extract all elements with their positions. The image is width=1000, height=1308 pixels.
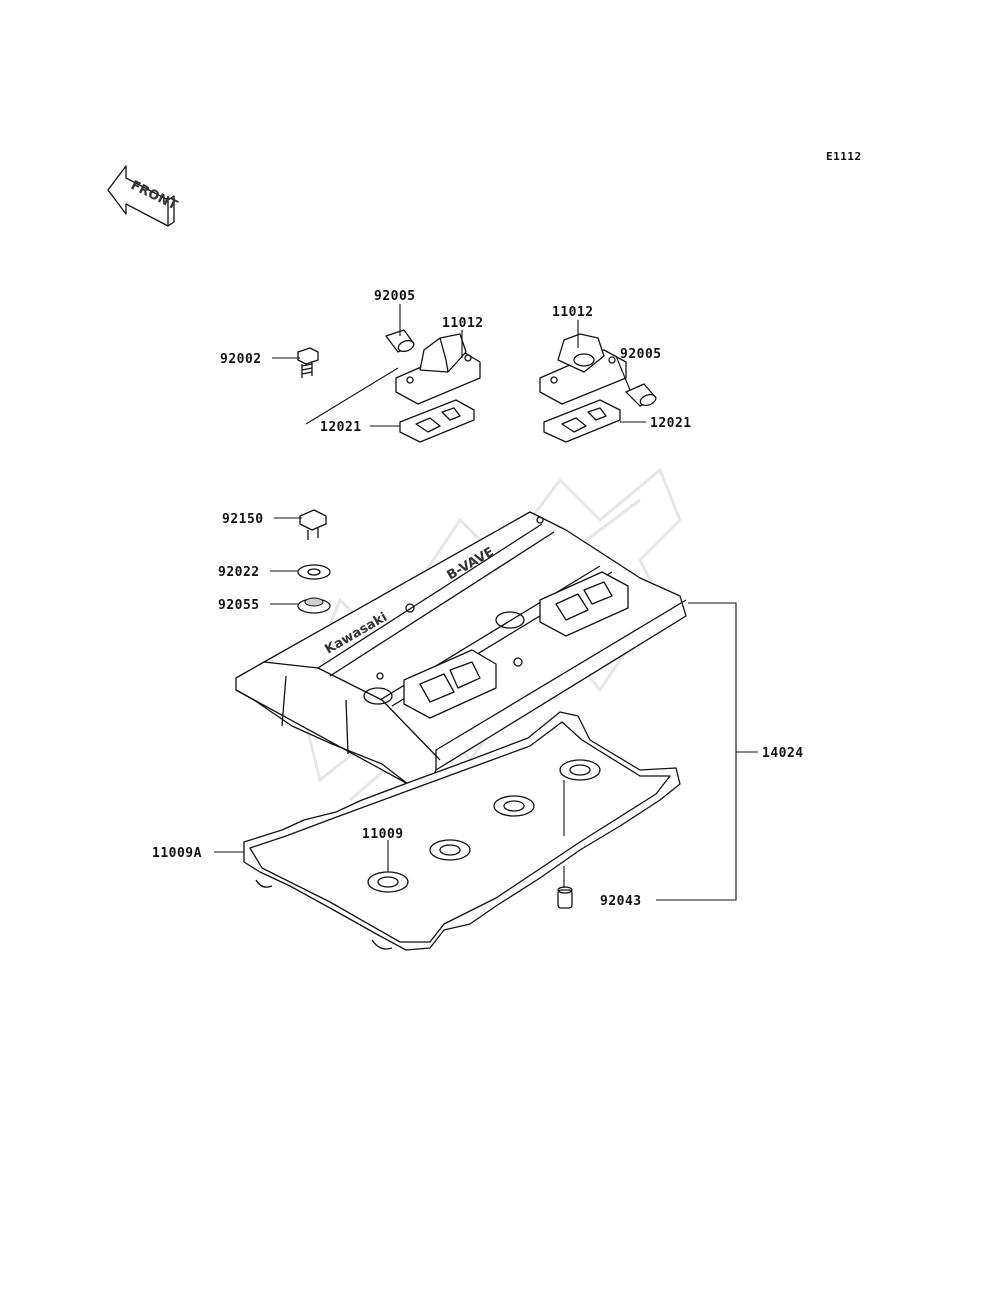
- seal-11009-2: [429, 839, 471, 861]
- front-arrow-icon: FRONT: [107, 165, 180, 227]
- label-92002: 92002: [220, 352, 262, 367]
- leader-lines: [214, 304, 758, 901]
- dowel-92005-left: [385, 329, 415, 353]
- washer-92022: [297, 564, 331, 580]
- label-11012-left: 11012: [442, 316, 484, 331]
- seal-11009-1: [367, 871, 409, 893]
- label-14024: 14024: [762, 746, 804, 761]
- cap-11012-right: [539, 333, 627, 405]
- label-92043: 92043: [600, 894, 642, 909]
- label-92150: 92150: [222, 512, 264, 527]
- gasket-12021-right: [543, 399, 621, 443]
- seal-11009-4: [559, 759, 601, 781]
- diagram-code: E1112: [826, 150, 862, 163]
- label-11012-right: 11012: [552, 305, 594, 320]
- seal-11009-3: [493, 795, 535, 817]
- bolt-92002: [297, 347, 319, 378]
- label-12021-right: 12021: [650, 416, 692, 431]
- label-92005-left: 92005: [374, 289, 416, 304]
- label-12021-left: 12021: [320, 420, 362, 435]
- cap-nut-92043: [557, 886, 573, 909]
- cylinder-head-cover-14024: Kawasaki B-VAVE: [235, 511, 687, 785]
- label-92005-right: 92005: [620, 347, 662, 362]
- label-92022: 92022: [218, 565, 260, 580]
- cap-11012-left: [395, 333, 481, 405]
- label-11009A: 11009A: [152, 846, 202, 861]
- bolt-92150: [299, 509, 327, 540]
- label-92055: 92055: [218, 598, 260, 613]
- part-labels: 92005 11012 11012 92005 92002 12021 1202…: [152, 289, 804, 909]
- grommet-92055: [297, 597, 331, 614]
- gasket-12021-left: [399, 399, 475, 443]
- dowel-92005-right: [625, 383, 657, 407]
- label-11009: 11009: [362, 827, 404, 842]
